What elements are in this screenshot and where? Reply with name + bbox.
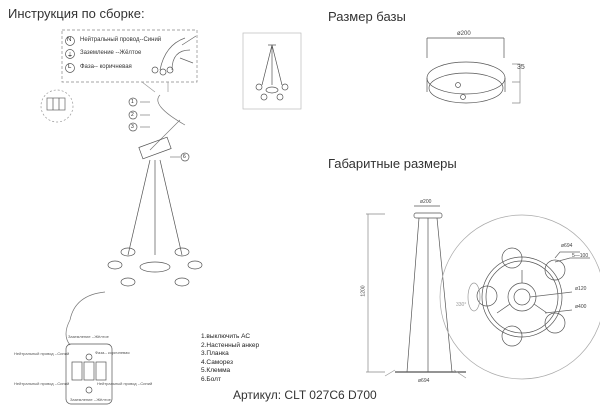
lamp-assembly-drawing [107, 94, 203, 287]
wiring-diagram [65, 291, 113, 405]
overall-dimensions-heading: Габаритные размеры [328, 156, 457, 171]
callout-1: 1 [131, 99, 134, 105]
top-view-drawing [439, 214, 600, 380]
article-number: Артикул: CLT 027C6 D700 [233, 388, 377, 402]
side-view-drawing [366, 205, 467, 379]
step-item: 2.Настенный анкер [201, 341, 260, 349]
lamp-thumbnail [242, 32, 302, 110]
base-height-label: 35 [517, 64, 525, 71]
ground-symbol-label: ⏚ [67, 53, 74, 59]
callout-6: 6 [183, 154, 186, 160]
callout-circles [128, 97, 190, 162]
callout-3: 3 [131, 124, 134, 130]
base-size-heading: Размер базы [328, 9, 406, 24]
callout-2: 2 [131, 112, 134, 118]
side-bottom-diameter-label: ø694 [418, 378, 430, 384]
base-diameter-label: ø200 [457, 31, 471, 37]
top-disc-label: 5—100 [572, 253, 589, 259]
phase-symbol-icon [65, 63, 75, 73]
wiring-ground-top: Заземление --Жёлтое [68, 334, 109, 339]
neutral-symbol-icon [65, 36, 75, 46]
legend-neutral: Нейтральный провод--Синий [80, 37, 162, 43]
top-center-diameter-label: ø120 [575, 286, 587, 292]
terminal-block-icon [40, 89, 74, 123]
top-angle-label: 330° [456, 302, 467, 308]
neutral-symbol-label: N [67, 37, 72, 43]
step-item: 4.Саморез [201, 358, 233, 366]
legend-phase: Фаза-- коричневая [80, 64, 132, 70]
step-item: 6.Болт [201, 375, 221, 383]
legend-ground: Заземление --Жёлтое [80, 50, 142, 56]
ground-symbol-icon [65, 49, 75, 59]
base-drawing [426, 37, 521, 104]
step-item: 1.выключить АС [201, 333, 251, 340]
wiring-neutral-right-bottom: Нейтральный провод --Синий [97, 381, 153, 386]
steps-list: 1.выключить АС 2.Настенный анкер 3.Планк… [201, 333, 259, 385]
side-height-label: 1200 [360, 285, 367, 297]
side-top-diameter-label: ø200 [420, 199, 432, 205]
step-item: 3.Планка [201, 350, 229, 358]
phase-symbol-label: L [68, 64, 72, 70]
step-item: 5.Клемма [201, 367, 231, 375]
top-ring-diameter-label: ø400 [575, 304, 587, 310]
wiring-neutral-left-top: Нейтральный провод --Синий [14, 351, 70, 356]
assembly-heading: Инструкция по сборке: [8, 6, 145, 21]
top-outer-diameter-label: ø694 [561, 243, 573, 249]
wiring-ground-bottom: Заземление --Жёлтое [70, 397, 111, 402]
wire-legend-box [61, 29, 198, 93]
wiring-phase-right: Фаза-- коричневая [95, 350, 130, 355]
wiring-neutral-left-bottom: Нейтральный провод --Синий [14, 381, 70, 386]
